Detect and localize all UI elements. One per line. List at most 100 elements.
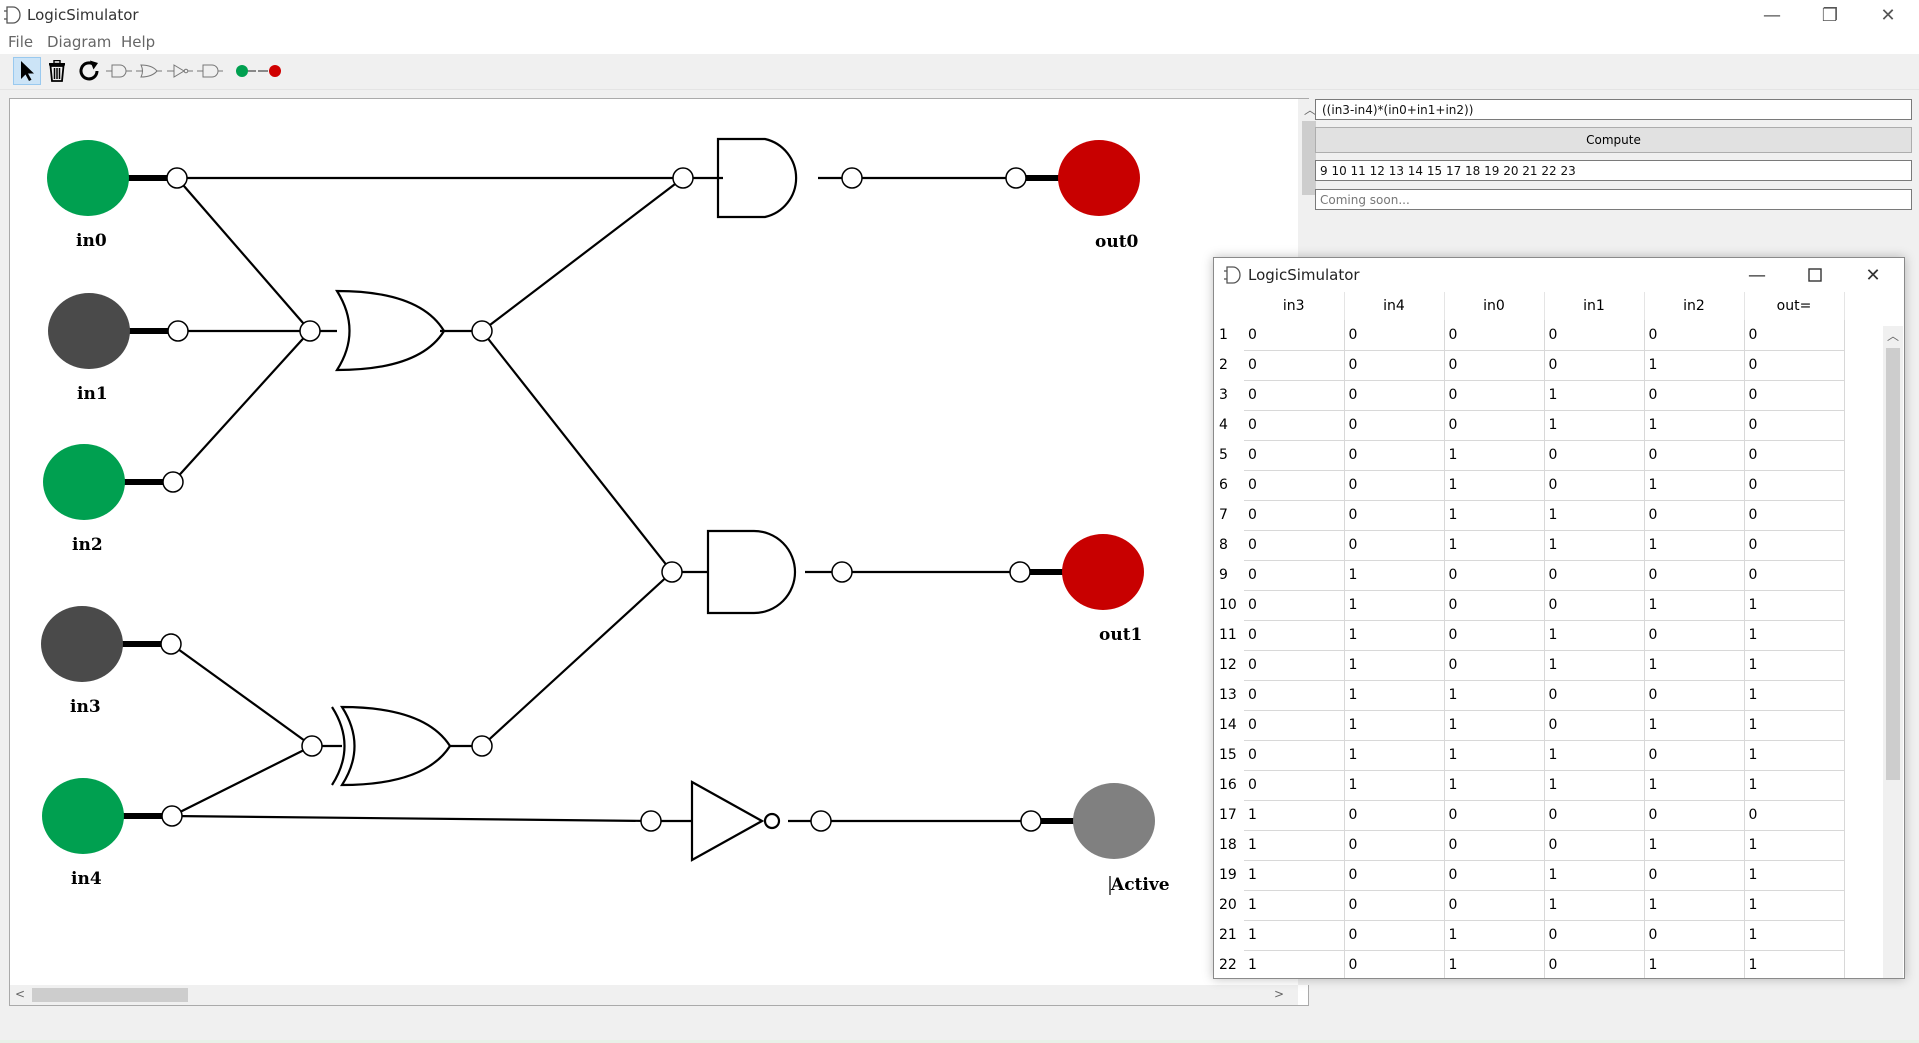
- tt-maximize-button[interactable]: [1786, 258, 1844, 292]
- table-cell[interactable]: 0: [1644, 560, 1745, 591]
- truth-table-scrollbar[interactable]: ︿ ﹀: [1883, 326, 1903, 978]
- table-cell[interactable]: 1: [1644, 350, 1745, 381]
- table-cell[interactable]: 0: [1444, 590, 1545, 621]
- table-cell[interactable]: 0: [1344, 890, 1445, 921]
- tt-close-button[interactable]: ✕: [1865, 264, 1881, 286]
- refresh-icon[interactable]: [75, 57, 103, 85]
- column-header[interactable]: in0: [1444, 292, 1545, 320]
- table-cell[interactable]: 1: [1244, 800, 1345, 831]
- table-cell[interactable]: 0: [1444, 620, 1545, 651]
- table-cell[interactable]: 1: [1544, 530, 1645, 561]
- table-cell[interactable]: 1: [1644, 890, 1745, 921]
- table-cell[interactable]: 0: [1744, 380, 1845, 411]
- table-cell[interactable]: 1: [1644, 650, 1745, 681]
- canvas-horizontal-scrollbar[interactable]: < >: [10, 985, 1298, 1005]
- table-cell[interactable]: 1: [1644, 590, 1745, 621]
- table-cell[interactable]: 1: [1744, 890, 1845, 921]
- column-header[interactable]: in1: [1544, 292, 1645, 320]
- table-cell[interactable]: 0: [1744, 350, 1845, 381]
- canvas-hscroll-thumb[interactable]: [32, 988, 188, 1002]
- table-cell[interactable]: 1: [1444, 470, 1545, 501]
- table-cell[interactable]: 0: [1244, 590, 1345, 621]
- table-cell[interactable]: 1: [1444, 440, 1545, 471]
- table-cell[interactable]: 0: [1344, 440, 1445, 471]
- table-cell[interactable]: 0: [1344, 320, 1445, 351]
- table-cell[interactable]: 0: [1644, 680, 1745, 711]
- table-cell[interactable]: 0: [1344, 860, 1445, 891]
- table-cell[interactable]: 0: [1744, 530, 1845, 561]
- truth-table-scroll-thumb[interactable]: [1886, 348, 1900, 780]
- input-node-in2[interactable]: [43, 444, 125, 520]
- table-cell[interactable]: 0: [1444, 380, 1545, 411]
- table-cell[interactable]: 1: [1244, 860, 1345, 891]
- table-cell[interactable]: 0: [1644, 740, 1745, 771]
- menu-file[interactable]: File: [8, 33, 34, 51]
- input-node-icon[interactable]: [234, 57, 256, 85]
- table-cell[interactable]: 0: [1644, 920, 1745, 951]
- table-cell[interactable]: 0: [1444, 890, 1545, 921]
- table-cell[interactable]: 1: [1444, 950, 1545, 978]
- table-cell[interactable]: 0: [1544, 590, 1645, 621]
- menu-help[interactable]: Help: [121, 33, 156, 51]
- table-cell[interactable]: 1: [1644, 830, 1745, 861]
- table-cell[interactable]: 0: [1644, 440, 1745, 471]
- table-cell[interactable]: 1: [1244, 830, 1345, 861]
- table-cell[interactable]: 0: [1744, 320, 1845, 351]
- maximize-button[interactable]: ❐: [1821, 4, 1839, 26]
- table-cell[interactable]: 0: [1544, 800, 1645, 831]
- input-node-in1[interactable]: [48, 293, 130, 369]
- table-cell[interactable]: 0: [1244, 410, 1345, 441]
- table-cell[interactable]: 0: [1744, 500, 1845, 531]
- scroll-up-arrow-icon[interactable]: ︿: [1304, 103, 1317, 117]
- table-cell[interactable]: 0: [1344, 830, 1445, 861]
- circuit-canvas[interactable]: in0 in1 in2 in3 in4 out0 out1 Active ︿ <…: [9, 98, 1320, 1006]
- column-header[interactable]: in4: [1344, 292, 1445, 320]
- table-cell[interactable]: 1: [1544, 860, 1645, 891]
- table-cell[interactable]: 0: [1544, 470, 1645, 501]
- table-cell[interactable]: 0: [1344, 530, 1445, 561]
- table-cell[interactable]: 1: [1344, 590, 1445, 621]
- table-cell[interactable]: 0: [1344, 350, 1445, 381]
- table-cell[interactable]: 0: [1244, 440, 1345, 471]
- input-node-in0[interactable]: [47, 140, 129, 216]
- table-cell[interactable]: 0: [1644, 620, 1745, 651]
- table-cell[interactable]: 1: [1344, 680, 1445, 711]
- table-cell[interactable]: 0: [1244, 380, 1345, 411]
- table-cell[interactable]: 1: [1744, 680, 1845, 711]
- trash-icon[interactable]: [44, 57, 70, 85]
- table-cell[interactable]: 0: [1544, 680, 1645, 711]
- select-arrow-icon[interactable]: [13, 57, 41, 85]
- table-cell[interactable]: 1: [1544, 620, 1645, 651]
- table-cell[interactable]: 0: [1744, 470, 1845, 501]
- table-cell[interactable]: 0: [1244, 770, 1345, 801]
- table-cell[interactable]: 0: [1244, 470, 1345, 501]
- table-cell[interactable]: 0: [1744, 800, 1845, 831]
- table-cell[interactable]: 1: [1344, 620, 1445, 651]
- xor-gate-icon[interactable]: [197, 57, 223, 85]
- scroll-right-arrow-icon[interactable]: >: [1274, 987, 1285, 1001]
- table-cell[interactable]: 0: [1244, 500, 1345, 531]
- menu-diagram[interactable]: Diagram: [47, 33, 112, 51]
- table-cell[interactable]: 1: [1344, 650, 1445, 681]
- table-cell[interactable]: 1: [1644, 710, 1745, 741]
- table-cell[interactable]: 0: [1544, 920, 1645, 951]
- table-cell[interactable]: 1: [1744, 920, 1845, 951]
- table-cell[interactable]: 0: [1244, 650, 1345, 681]
- table-cell[interactable]: 0: [1444, 320, 1545, 351]
- table-cell[interactable]: 0: [1244, 740, 1345, 771]
- table-cell[interactable]: 0: [1244, 350, 1345, 381]
- table-cell[interactable]: 0: [1444, 800, 1545, 831]
- table-cell[interactable]: 1: [1744, 860, 1845, 891]
- expression-field[interactable]: ((in3-in4)*(in0+in1+in2)): [1315, 99, 1912, 120]
- coming-soon-field[interactable]: Coming soon...: [1315, 189, 1912, 210]
- table-cell[interactable]: 0: [1644, 380, 1745, 411]
- table-cell[interactable]: 1: [1644, 530, 1745, 561]
- table-cell[interactable]: 1: [1344, 770, 1445, 801]
- table-cell[interactable]: 1: [1544, 770, 1645, 801]
